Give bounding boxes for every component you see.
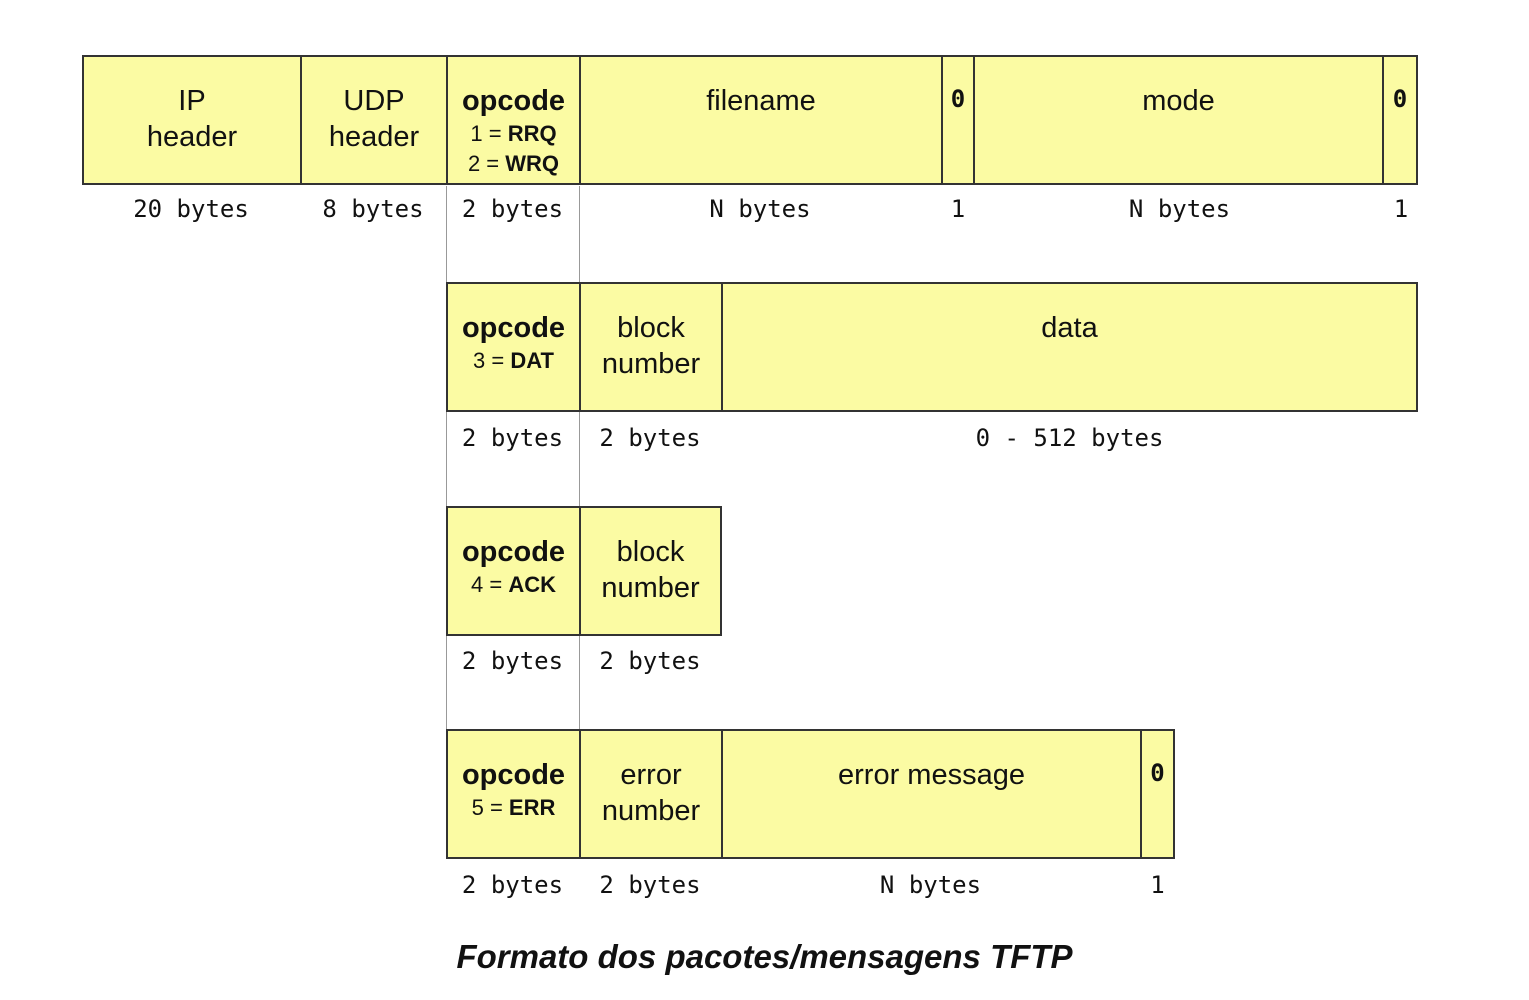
field-udp-header: UDP header — [302, 57, 448, 183]
sizes-error: 2 bytes 2 bytes N bytes 1 — [0, 870, 1529, 904]
packet-data: opcode 3 = DAT block number data — [446, 282, 1418, 412]
udp-header-label-line2: header — [328, 121, 420, 153]
sizes-ack: 2 bytes 2 bytes — [0, 646, 1529, 680]
figure-caption: Formato dos pacotes/mensagens TFTP — [456, 938, 1073, 975]
error-number-line2: number — [601, 795, 701, 827]
field-zero-terminator-2: 0 — [1384, 57, 1416, 183]
field-filename: filename — [581, 57, 943, 183]
filename-label: filename — [706, 85, 816, 117]
size-zero-2: 1 — [1393, 195, 1409, 223]
ip-header-label-line2: header — [146, 121, 238, 153]
error-number-line1: error — [620, 759, 682, 791]
field-block-number: block number — [581, 284, 723, 410]
packet-ack: opcode 4 = ACK block number — [446, 506, 722, 636]
block-number-line2: number — [601, 572, 700, 604]
zero-2-label: 0 — [1392, 85, 1408, 113]
size-zero-1: 1 — [950, 195, 966, 223]
error-message-label: error message — [838, 759, 1025, 791]
size-error-number: 2 bytes — [599, 871, 701, 899]
size-error-message: N bytes — [879, 871, 982, 899]
size-opcode: 2 bytes — [461, 647, 564, 675]
opcode-value-err: 5 = ERR — [471, 795, 556, 820]
field-data: data — [723, 284, 1416, 410]
field-block-number: block number — [581, 508, 720, 634]
block-number-line2: number — [601, 348, 701, 380]
block-number-line1: block — [617, 312, 685, 344]
size-zero: 1 — [1150, 871, 1165, 899]
data-label: data — [1041, 312, 1098, 344]
block-number-line1: block — [616, 536, 685, 568]
field-zero-terminator-1: 0 — [943, 57, 975, 183]
opcode-title: opcode — [461, 312, 566, 344]
field-error-message: error message — [723, 731, 1142, 857]
field-opcode-ack: opcode 4 = ACK — [448, 508, 581, 634]
size-block-number: 2 bytes — [599, 424, 701, 452]
size-udp-header: 8 bytes — [322, 195, 424, 223]
opcode-value-ack: 4 = ACK — [471, 572, 556, 597]
opcode-title: opcode — [461, 536, 566, 568]
ip-header-label-line1: IP — [178, 85, 206, 117]
udp-header-label-line1: UDP — [343, 85, 405, 117]
field-zero-terminator: 0 — [1142, 731, 1173, 857]
guide-line-opcode-left — [446, 186, 447, 731]
size-opcode: 2 bytes — [461, 424, 564, 452]
size-opcode: 2 bytes — [461, 871, 564, 899]
size-opcode: 2 bytes — [461, 195, 564, 223]
size-ip-header: 20 bytes — [133, 195, 249, 223]
field-opcode-dat: opcode 3 = DAT — [448, 284, 581, 410]
opcode-value-dat: 3 = DAT — [473, 348, 554, 373]
mode-label: mode — [1142, 85, 1215, 117]
opcode-value-rrq: 1 = RRQ — [470, 121, 557, 146]
sizes-rrq-wrq: 20 bytes 8 bytes 2 bytes N bytes 1 N byt… — [0, 194, 1529, 228]
zero-label: 0 — [1150, 759, 1165, 787]
opcode-title: opcode — [461, 85, 566, 117]
field-opcode-rrq-wrq: opcode 1 = RRQ 2 = WRQ — [448, 57, 581, 183]
field-opcode-err: opcode 5 = ERR — [448, 731, 581, 857]
field-ip-header: IP header — [84, 57, 302, 183]
field-error-number: error number — [581, 731, 723, 857]
size-data: 0 - 512 bytes — [975, 424, 1164, 452]
size-filename: N bytes — [709, 195, 811, 223]
packet-rrq-wrq: IP header UDP header opcode 1 = RRQ 2 = … — [82, 55, 1418, 185]
packet-error: opcode 5 = ERR error number error messag… — [446, 729, 1175, 859]
opcode-title: opcode — [461, 759, 566, 791]
guide-line-opcode-right — [579, 186, 580, 731]
field-mode: mode — [975, 57, 1384, 183]
opcode-value-wrq: 2 = WRQ — [467, 151, 560, 176]
size-block-number: 2 bytes — [599, 647, 701, 675]
sizes-data: 2 bytes 2 bytes 0 - 512 bytes — [0, 423, 1529, 457]
size-mode: N bytes — [1128, 195, 1231, 223]
zero-1-label: 0 — [950, 85, 966, 113]
